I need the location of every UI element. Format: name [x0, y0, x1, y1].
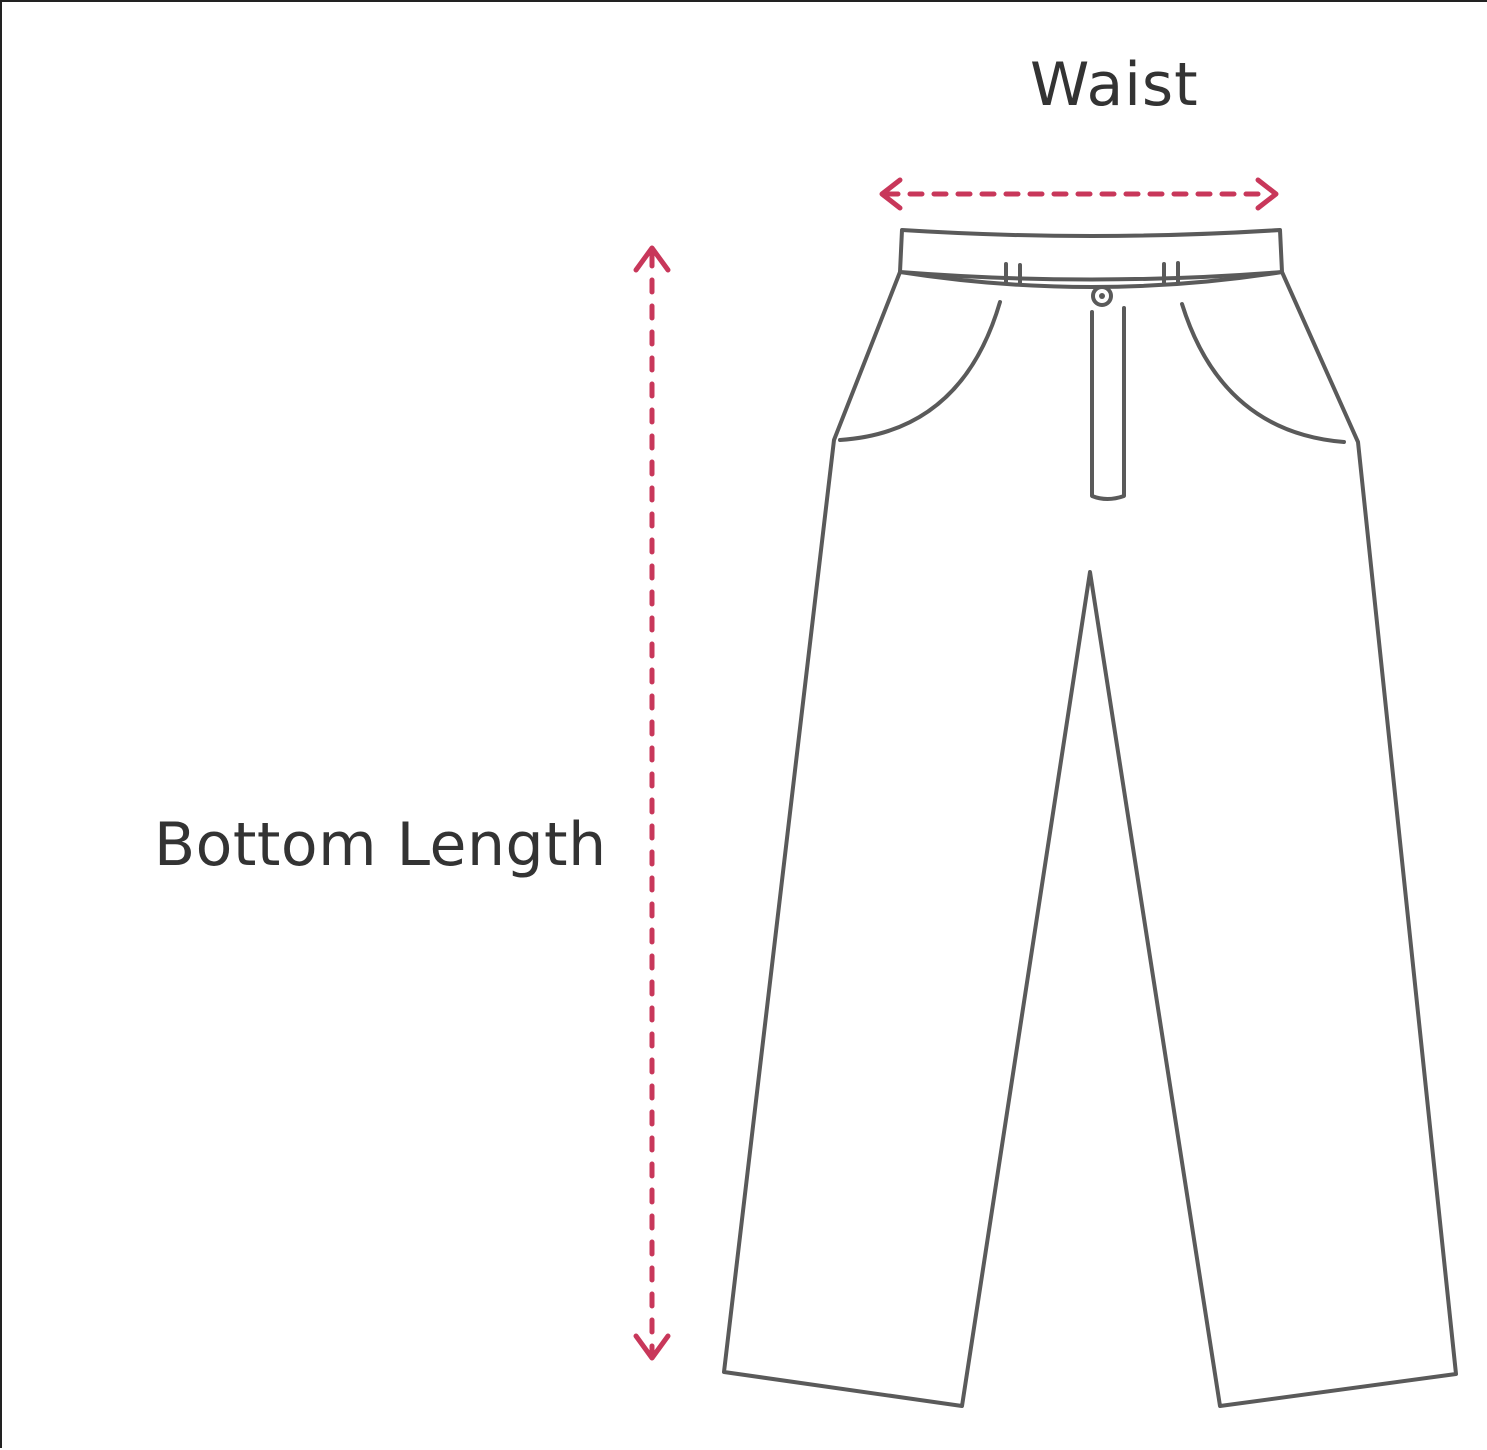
arrowhead-right-icon: [1255, 177, 1279, 211]
arrowhead-left-icon: [879, 177, 903, 211]
waist-label: Waist: [1030, 50, 1199, 120]
arrowhead-up-icon: [633, 245, 671, 273]
waist-measure-arrow: [879, 177, 1279, 211]
bottom-length-label: Bottom Length: [154, 810, 607, 880]
waistband: [898, 228, 1284, 282]
trousers-illustration: [722, 228, 1458, 1408]
length-measure-arrow: [633, 245, 671, 1361]
pocket-right: [1180, 302, 1346, 444]
fly-placket: [1090, 306, 1126, 501]
pocket-left: [838, 300, 1002, 442]
trousers-body: [722, 270, 1458, 1408]
arrowhead-down-icon: [633, 1333, 671, 1361]
